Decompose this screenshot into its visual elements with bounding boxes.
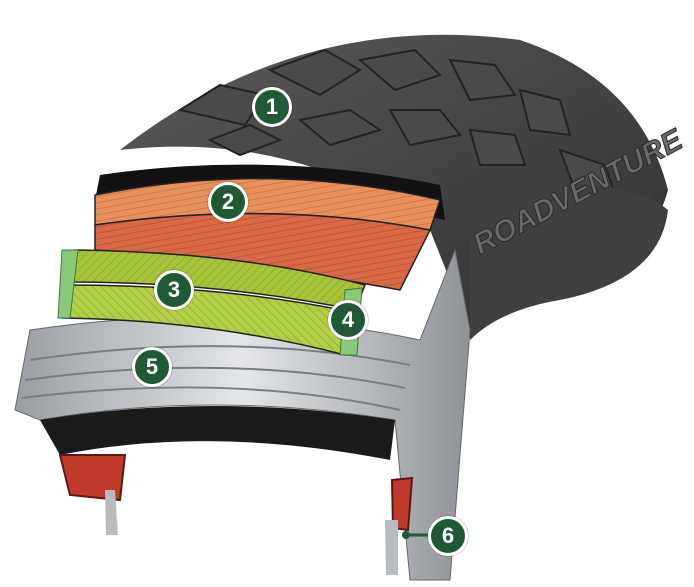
leader-dot-6 xyxy=(402,531,410,539)
belt-edge-strip-left xyxy=(57,249,79,319)
bead-wire-left xyxy=(105,490,118,535)
marker-1: 1 xyxy=(252,87,292,127)
marker-4: 4 xyxy=(328,300,368,340)
tread-blocks xyxy=(177,48,617,197)
marker-3: 3 xyxy=(154,270,194,310)
bead-wire-right xyxy=(385,520,398,575)
bead-left xyxy=(58,454,127,502)
bead-right xyxy=(390,476,414,532)
casing-lines xyxy=(21,345,411,411)
marker-6: 6 xyxy=(428,516,468,556)
marker-2: 2 xyxy=(208,182,248,222)
marker-5: 5 xyxy=(132,347,172,387)
sidewall xyxy=(470,183,668,340)
inner-opening xyxy=(40,406,395,460)
